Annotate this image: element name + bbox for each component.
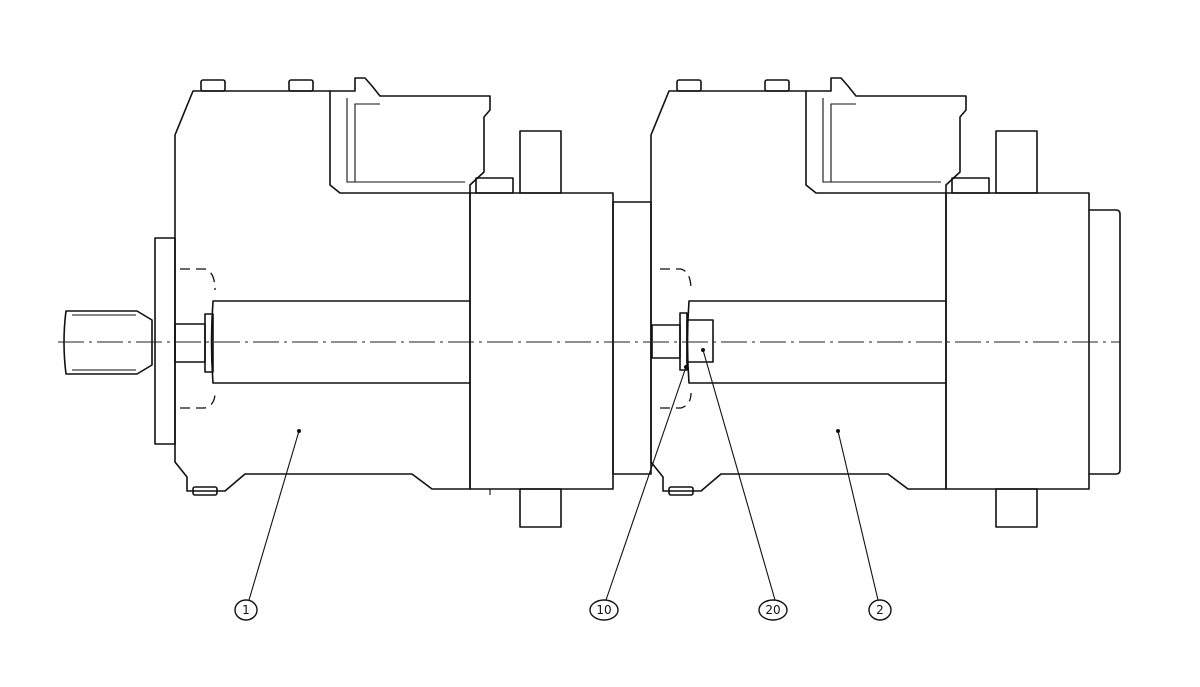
balloon-item-2: 2 xyxy=(868,599,892,621)
balloon-item-1: 1 xyxy=(234,599,258,621)
callouts: 1 10 20 2 xyxy=(234,348,892,621)
nut-part-20 xyxy=(686,319,714,363)
pump-unit-1 xyxy=(63,77,614,528)
balloon-item-10: 10 xyxy=(589,599,619,621)
pump-housing-2 xyxy=(650,90,947,492)
balloon-label: 2 xyxy=(876,603,884,617)
mounting-flange xyxy=(154,237,176,445)
end-cover-1 xyxy=(469,192,614,490)
pump-housing-1 xyxy=(174,90,471,492)
balloon-label: 1 xyxy=(242,603,250,617)
balloon-label: 20 xyxy=(765,603,780,617)
balloon-label: 10 xyxy=(596,603,611,617)
control-valve-2 xyxy=(805,77,967,194)
control-valve-1 xyxy=(329,77,491,194)
internal-shaft-1 xyxy=(210,300,471,384)
coupling-housing xyxy=(612,201,652,475)
balloon-item-20: 20 xyxy=(758,599,788,621)
pump-unit-2 xyxy=(650,77,1121,528)
end-cover-2 xyxy=(945,192,1090,490)
